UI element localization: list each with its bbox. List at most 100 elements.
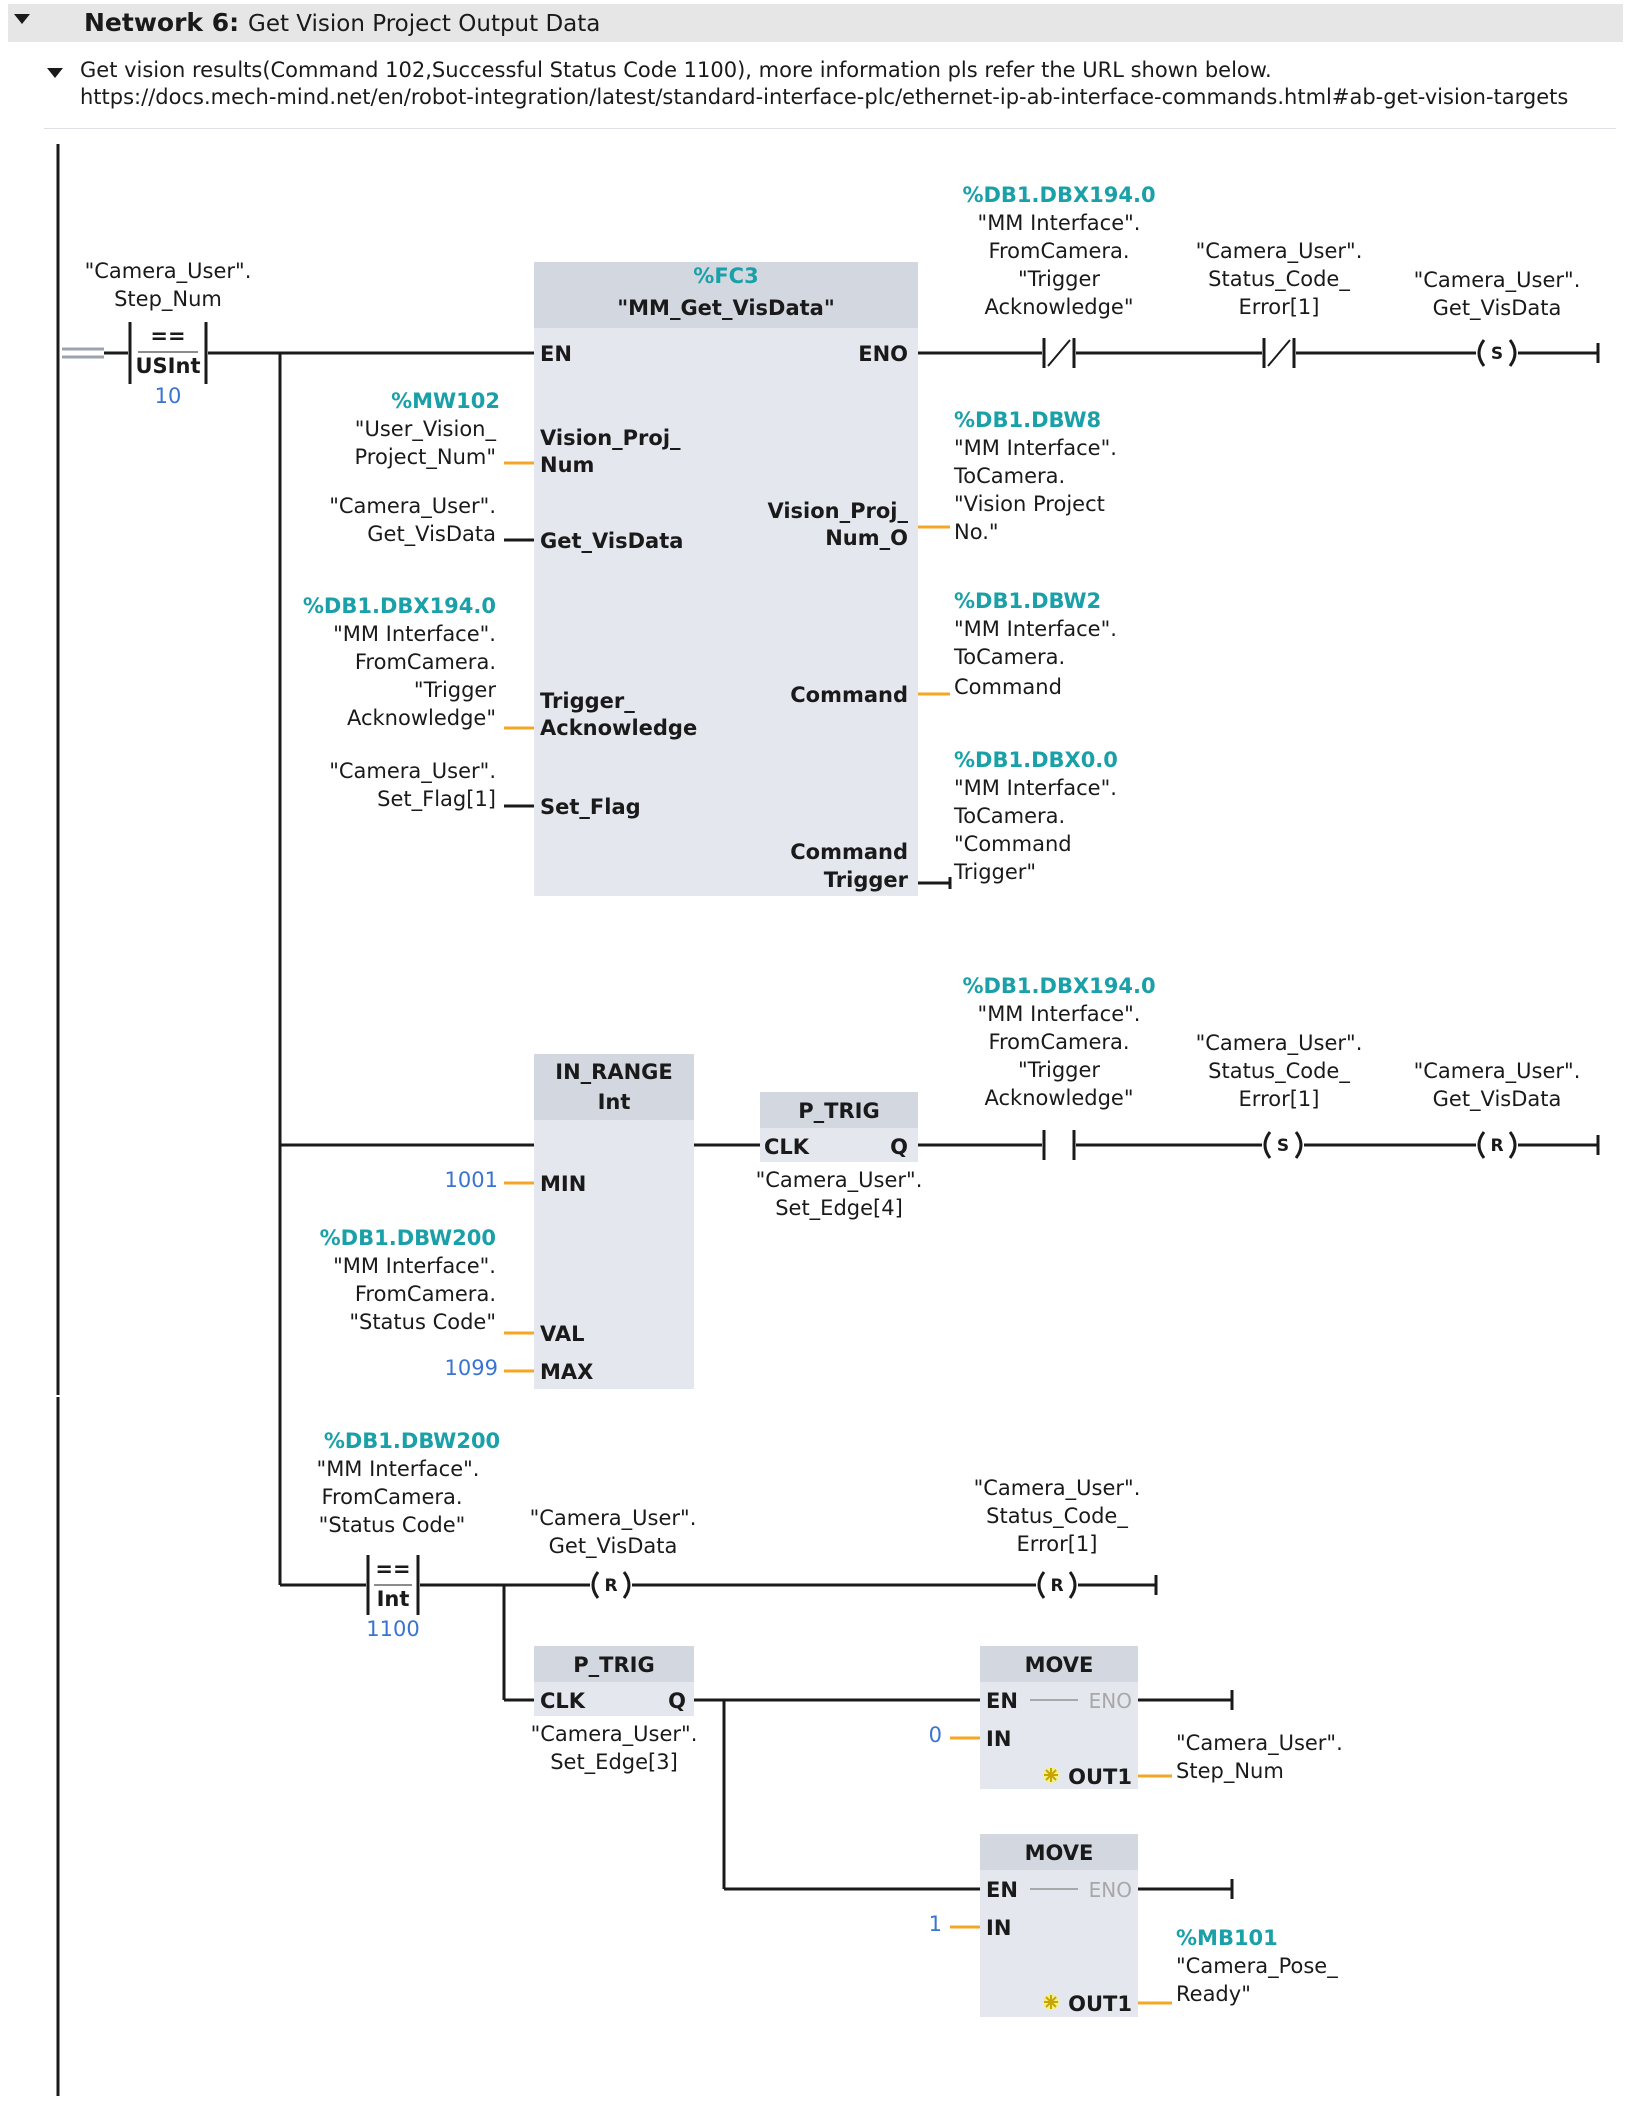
asterisk-output-icon	[1043, 1994, 1059, 2010]
operand-tag[interactable]: No."	[954, 520, 999, 544]
operand-tag: "Trigger	[1018, 267, 1100, 291]
fc3-pin-out: Trigger	[824, 868, 909, 892]
move-in-value[interactable]: 0	[929, 1723, 942, 1747]
move-pin: OUT1	[1068, 1992, 1132, 2016]
no-contact-trigger-ack[interactable]	[1042, 1130, 1076, 1160]
set-coil-get-visdata[interactable]	[1477, 339, 1517, 367]
operand-address[interactable]: %DB1.DBX194.0	[303, 594, 496, 618]
operand-tag: "Camera_User".	[1196, 1031, 1363, 1056]
operand-tag[interactable]: "Camera_User".	[329, 759, 496, 784]
param-stubs	[504, 461, 1172, 2005]
operand-tag[interactable]: Project_Num"	[355, 445, 496, 470]
operand-address[interactable]: %DB1.DBX0.0	[954, 748, 1118, 772]
fc3-pin-in: Acknowledge	[540, 716, 697, 740]
operand-tag[interactable]: Ready"	[1176, 1982, 1251, 2006]
move-block-step-num[interactable]	[980, 1646, 1138, 1789]
max-value[interactable]: 1099	[445, 1356, 498, 1380]
compare-contact-status-code[interactable]: == Int	[366, 1555, 420, 1615]
network-header	[8, 4, 1623, 42]
operand-tag[interactable]: Trigger"	[953, 860, 1036, 884]
move-name: MOVE	[1025, 1841, 1094, 1865]
operand-tag[interactable]: "Trigger	[414, 678, 496, 702]
move-pin-eno: ENO	[1089, 1689, 1132, 1713]
asterisk-output-icon	[1043, 1767, 1059, 1783]
operand-tag[interactable]: "Command	[954, 832, 1072, 856]
move-pin: OUT1	[1068, 1765, 1132, 1789]
operand-tag[interactable]: FromCamera.	[355, 1282, 496, 1306]
operand-tag[interactable]: Get_VisData	[367, 522, 496, 547]
operand-tag[interactable]: "MM Interface".	[954, 617, 1117, 641]
operand-tag[interactable]: Step_Num	[1176, 1759, 1284, 1784]
operand-address[interactable]: %DB1.DBW8	[954, 408, 1101, 432]
operand-tag: FromCamera.	[988, 239, 1129, 263]
nc-contact-status-error[interactable]	[1262, 338, 1296, 368]
operand-tag[interactable]: "MM Interface".	[333, 1254, 496, 1278]
fc3-address: %FC3	[693, 264, 758, 288]
p-trig-pin: CLK	[764, 1135, 810, 1159]
in-range-block[interactable]	[534, 1054, 694, 1389]
operand-tag: Error[1]	[1239, 1087, 1320, 1111]
operand-tag[interactable]: "Camera_User".	[531, 1722, 698, 1747]
operand-address[interactable]: %MB101	[1176, 1926, 1278, 1950]
operand-tag: FromCamera.	[988, 1030, 1129, 1054]
move-in-value[interactable]: 1	[929, 1912, 942, 1936]
reset-coil-get-visdata[interactable]	[591, 1571, 631, 1599]
collapse-triangle-icon[interactable]	[14, 14, 30, 24]
min-value[interactable]: 1001	[445, 1168, 498, 1192]
coil-type: R	[604, 1576, 617, 1596]
p-trig-block[interactable]	[760, 1092, 918, 1162]
fc3-block[interactable]	[534, 262, 918, 896]
operand-address[interactable]: %DB1.DBW200	[320, 1226, 496, 1250]
operand-tag: Status_Code_	[1208, 267, 1350, 292]
operand-tag[interactable]: FromCamera.	[355, 650, 496, 674]
network-label: Network 6:	[84, 8, 239, 37]
operand-tag[interactable]: "MM Interface".	[954, 436, 1117, 460]
p-trig-block[interactable]	[534, 1646, 694, 1716]
operand-tag[interactable]: "Camera_User".	[756, 1168, 923, 1193]
move-block-camera-pose-ready[interactable]	[980, 1834, 1138, 2017]
operand-tag[interactable]: Set_Edge[3]	[550, 1750, 678, 1775]
operand-tag[interactable]: Set_Edge[4]	[775, 1196, 903, 1221]
reset-coil-get-visdata[interactable]	[1477, 1131, 1517, 1159]
move-pin: EN	[986, 1878, 1018, 1902]
operand-tag[interactable]: "Camera_User".	[1176, 1731, 1343, 1756]
operand-tag[interactable]: ToCamera.	[953, 804, 1065, 828]
compare-type: USInt	[136, 354, 201, 378]
operand-address[interactable]: %MW102	[391, 389, 500, 413]
operand-tag[interactable]: Acknowledge"	[347, 706, 496, 730]
reset-coil-status-error[interactable]	[1037, 1571, 1077, 1599]
operand-address: %DB1.DBX194.0	[962, 183, 1155, 207]
operand-tag: Error[1]	[1017, 1532, 1098, 1556]
nc-contact-trigger-ack[interactable]	[1042, 338, 1076, 368]
operand-tag[interactable]: "MM Interface".	[333, 622, 496, 646]
expand-triangle-icon[interactable]	[47, 68, 63, 78]
comment-line-2: https://docs.mech-mind.net/en/robot-inte…	[80, 85, 1568, 109]
operand-address[interactable]: %DB1.DBW2	[954, 589, 1101, 613]
operand-tag[interactable]: Command	[954, 675, 1062, 699]
operand-tag[interactable]: "Camera_User".	[329, 494, 496, 519]
compare-value[interactable]: 10	[155, 384, 182, 408]
operand-tag[interactable]: "Vision Project	[954, 492, 1105, 516]
fc3-pin-out: Num_O	[825, 526, 908, 550]
compare-value[interactable]: 1100	[366, 1617, 419, 1641]
rung-wires	[104, 343, 1600, 1899]
operand-tag[interactable]: "Status Code"	[349, 1310, 496, 1334]
fc3-pin-in: Set_Flag	[540, 795, 641, 819]
fc3-pin-out: Command	[790, 840, 908, 864]
operand-tag: "Camera_User".	[530, 1506, 697, 1531]
operand-tag: Get_VisData	[1433, 1087, 1562, 1112]
operand-tag[interactable]: ToCamera.	[953, 464, 1065, 488]
set-coil-status-error[interactable]	[1263, 1131, 1303, 1159]
coil-type: S	[1491, 344, 1503, 364]
fc3-pin-eno: ENO	[858, 342, 908, 366]
operand-tag[interactable]: "Camera_Pose_	[1176, 1954, 1338, 1979]
operand-tag[interactable]: Set_Flag[1]	[377, 787, 496, 812]
network-title[interactable]: Get Vision Project Output Data	[248, 11, 600, 37]
operand-tag[interactable]: ToCamera.	[953, 645, 1065, 669]
operand-tag[interactable]: "MM Interface".	[954, 776, 1117, 800]
p-trig-pin: Q	[890, 1135, 908, 1159]
operand-tag: Get_VisData	[1433, 296, 1562, 321]
compare-contact-step-num[interactable]: == USInt	[128, 322, 208, 384]
operand-tag[interactable]: "User_Vision_	[355, 417, 497, 442]
p-trig-name: P_TRIG	[573, 1653, 654, 1677]
